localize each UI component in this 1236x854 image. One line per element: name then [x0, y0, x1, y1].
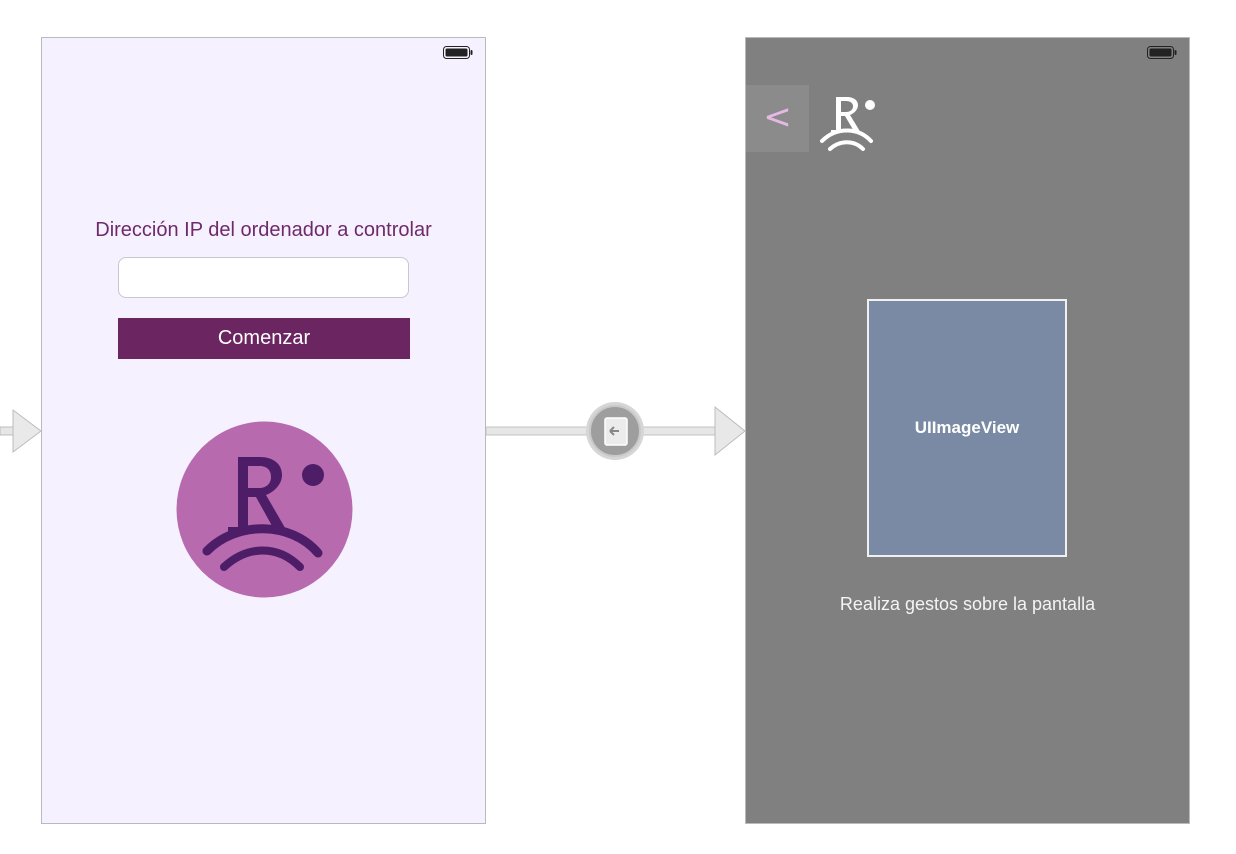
connect-screen: Dirección IP del ordenador a controlar C…	[41, 37, 486, 824]
r-logo-circle-icon	[176, 421, 353, 598]
ip-address-label: Dirección IP del ordenador a controlar	[95, 219, 432, 241]
r-logo-icon	[820, 97, 875, 151]
ip-address-input[interactable]	[118, 257, 409, 298]
gesture-instruction-label: Realiza gestos sobre la pantalla	[839, 594, 1096, 614]
battery-icon	[443, 46, 473, 59]
push-segue-icon[interactable]	[586, 402, 644, 460]
back-button[interactable]: <	[746, 85, 809, 152]
battery-icon	[1147, 46, 1177, 59]
start-button[interactable]: Comenzar	[118, 318, 410, 359]
entry-arrow	[0, 409, 42, 453]
image-view-label: UIImageView	[914, 418, 1020, 437]
gesture-screen: < UIImageView Realiza gestos sobre la pa…	[745, 37, 1190, 824]
image-view-placeholder: UIImageView	[867, 299, 1067, 557]
